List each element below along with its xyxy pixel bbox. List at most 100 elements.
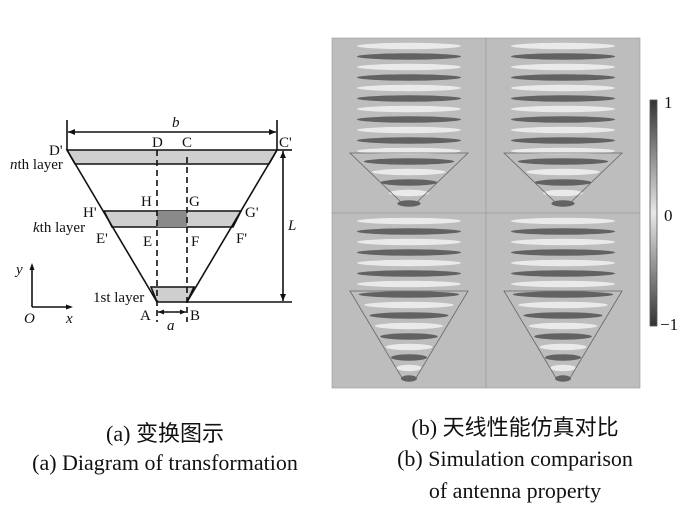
transformation-diagram xyxy=(29,120,292,322)
field-band xyxy=(369,312,449,319)
field-band xyxy=(357,126,461,134)
label-nth-layer: nth layer xyxy=(10,157,63,173)
field-band xyxy=(534,179,592,186)
right-taper-edge xyxy=(186,149,278,303)
field-band xyxy=(357,137,461,144)
caption-a-cn: (a) 变换图示 xyxy=(106,421,224,446)
taper-outline xyxy=(349,152,469,204)
label-B: B xyxy=(190,308,200,324)
field-band xyxy=(364,301,454,309)
field-band xyxy=(539,343,587,351)
field-band xyxy=(543,189,583,197)
label-first-layer: 1st layer xyxy=(93,290,144,306)
field-band xyxy=(511,53,615,60)
diagram-labels: b D C D' C' nth layer H G H' G' kth laye… xyxy=(10,115,296,334)
field-band xyxy=(555,375,571,382)
colorbar-labels: 1 0 −1 xyxy=(660,93,678,334)
colorbar-max: 1 xyxy=(664,93,673,112)
field-band xyxy=(390,354,428,361)
caption-a-en: (a) Diagram of transformation xyxy=(32,450,298,475)
colorbar xyxy=(649,99,658,327)
label-H: H xyxy=(141,194,152,210)
field-band xyxy=(511,63,615,71)
field-band xyxy=(363,158,455,165)
label-C: C xyxy=(182,135,192,151)
label-F-prime: F' xyxy=(236,231,247,247)
simulation-panel-top-right xyxy=(485,37,641,214)
field-band xyxy=(357,270,461,277)
label-D-prime: D' xyxy=(49,143,63,159)
field-band xyxy=(401,375,417,382)
field-band xyxy=(511,280,615,288)
simulation-panel-top-left xyxy=(331,37,487,214)
label-A: A xyxy=(140,308,151,324)
field-band xyxy=(374,322,444,330)
simulation-panel-bottom-left xyxy=(331,212,487,389)
label-x: x xyxy=(65,311,73,327)
taper-outline xyxy=(349,290,469,379)
field-band xyxy=(511,42,615,50)
label-D: D xyxy=(152,135,163,151)
field-band xyxy=(551,200,575,207)
field-band xyxy=(380,179,438,186)
field-band xyxy=(389,189,429,197)
simulation-panel-bottom-right xyxy=(485,212,641,389)
field-band xyxy=(357,116,461,123)
label-H-prime: H' xyxy=(83,205,97,221)
caption-b-cn: (b) 天线性能仿真对比 xyxy=(411,415,619,440)
field-band xyxy=(357,238,461,246)
field-band xyxy=(511,228,615,235)
field-band xyxy=(528,322,598,330)
field-band xyxy=(357,74,461,81)
left-taper-edge xyxy=(66,149,158,303)
field-band xyxy=(511,137,615,144)
field-band xyxy=(357,63,461,71)
colorbar-mid: 0 xyxy=(664,206,673,225)
field-band xyxy=(357,53,461,60)
field-band xyxy=(357,249,461,256)
field-band xyxy=(511,95,615,102)
label-G-prime: G' xyxy=(245,205,259,221)
label-y: y xyxy=(14,262,23,278)
field-band xyxy=(511,126,615,134)
kth-layer-core xyxy=(157,211,187,227)
field-band xyxy=(357,42,461,50)
nth-layer xyxy=(65,149,279,165)
field-band xyxy=(385,343,433,351)
field-band xyxy=(357,259,461,267)
label-O: O xyxy=(24,311,35,327)
label-C-prime: C' xyxy=(279,135,292,151)
colorbar-min: −1 xyxy=(660,315,678,334)
simulation-panels xyxy=(331,37,641,389)
field-band xyxy=(550,364,576,372)
field-band xyxy=(511,270,615,277)
field-band xyxy=(544,354,582,361)
field-band xyxy=(534,333,592,340)
field-band xyxy=(357,228,461,235)
field-band xyxy=(523,312,603,319)
field-band xyxy=(511,74,615,81)
label-G: G xyxy=(189,194,200,210)
label-F: F xyxy=(191,234,199,250)
label-a: a xyxy=(167,318,175,334)
caption-b-en-line1: (b) Simulation comparison xyxy=(397,446,633,471)
taper-outline xyxy=(503,290,623,379)
field-band xyxy=(397,200,421,207)
field-band xyxy=(372,168,446,176)
field-band xyxy=(380,333,438,340)
field-band xyxy=(511,105,615,113)
label-E-prime: E' xyxy=(96,231,108,247)
taper-outline xyxy=(503,152,623,204)
label-E: E xyxy=(143,234,152,250)
field-band xyxy=(357,105,461,113)
field-band xyxy=(518,301,608,309)
field-band xyxy=(511,259,615,267)
caption-b-en-line2: of antenna property xyxy=(428,478,602,503)
field-band xyxy=(511,238,615,246)
field-band xyxy=(512,291,614,298)
field-band xyxy=(396,364,422,372)
field-band xyxy=(511,217,615,225)
field-band xyxy=(511,249,615,256)
